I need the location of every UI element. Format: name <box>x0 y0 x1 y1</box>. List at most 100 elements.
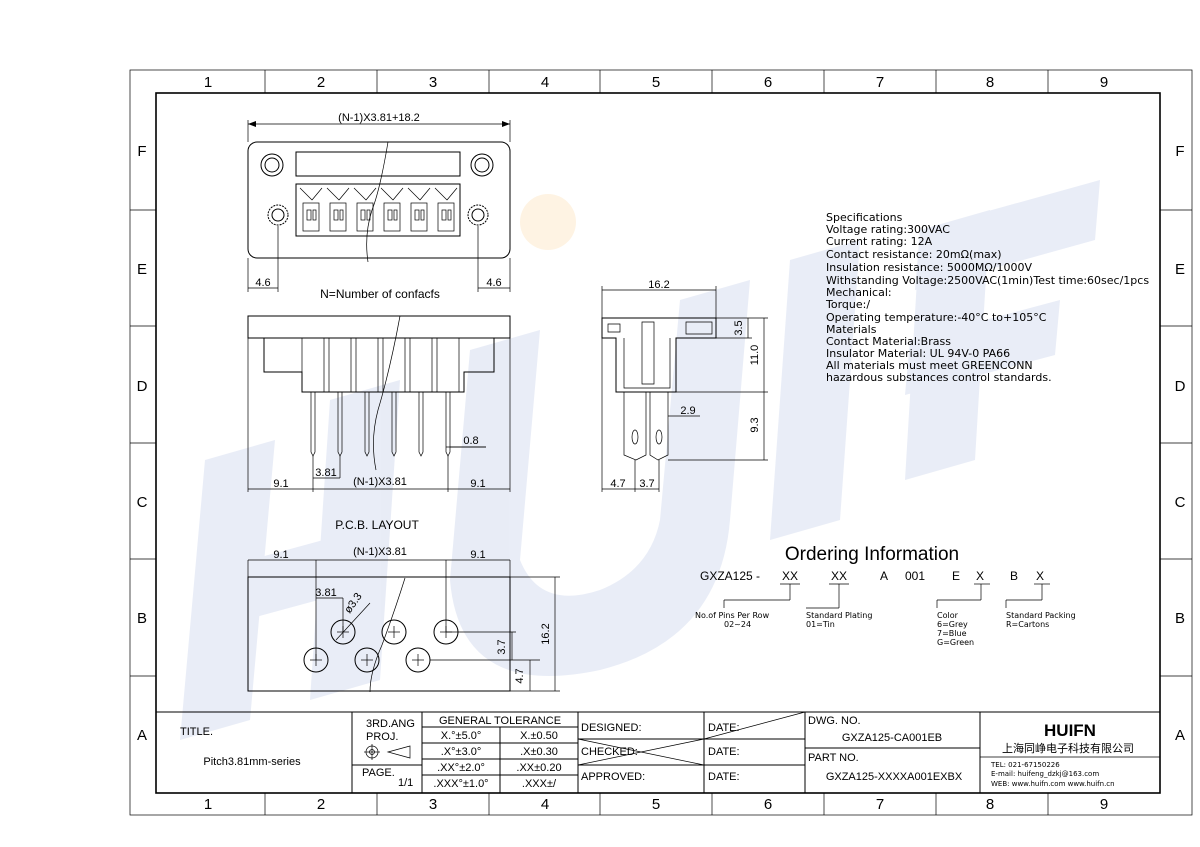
zone-row-c-left: C <box>137 494 148 511</box>
title-label: TITLE. <box>180 726 213 738</box>
zone-col-4-top: 4 <box>541 74 549 91</box>
side-d-3-5: 3.5 <box>733 320 745 335</box>
zone-row-c-right: C <box>1175 494 1186 511</box>
zone-grid <box>130 70 1192 815</box>
ordering-b: B <box>1010 569 1018 583</box>
ordering-packing-code: X <box>1036 569 1044 583</box>
spec-line-1: Voltage rating:300VAC <box>826 223 950 236</box>
side-d-9-3: 9.3 <box>749 417 761 432</box>
tolerance-angle-2: .XX°±2.0° <box>437 762 485 774</box>
title-value: Pitch3.81mm-series <box>203 756 301 768</box>
zone-col-6-top: 6 <box>764 74 772 91</box>
date-label-approved: DATE: <box>708 771 740 783</box>
pcb-height: 16.2 <box>540 623 552 644</box>
ordering-packing-label: Standard Packing <box>1006 611 1076 620</box>
zone-row-b-right: B <box>1175 610 1185 627</box>
side-d-4-7: 4.7 <box>610 478 625 490</box>
ordering-plating-label: Standard Plating <box>806 611 872 620</box>
ordering-color-green: G=Green <box>937 638 974 647</box>
date-label-checked: DATE: <box>708 746 740 758</box>
spec-line-13: hazardous substances control standards. <box>826 371 1052 384</box>
dwg-value: GXZA125-CA001EB <box>842 732 942 744</box>
spec-line-8: Operating temperature:-40°C to+105°C <box>826 311 1047 324</box>
top-overall-dim: (N-1)X3.81+18.2 <box>338 112 420 124</box>
pcb-d-4-7: 4.7 <box>514 668 526 683</box>
part-label: PART NO. <box>808 752 859 764</box>
top-right-offset: 4.6 <box>486 277 501 289</box>
dwg-label: DWG. NO. <box>808 715 861 727</box>
zone-col-7-top: 7 <box>876 74 884 91</box>
proj-label-2: PROJ. <box>366 731 398 743</box>
ordering-plating-code: XX <box>831 569 847 583</box>
date-label-designed: DATE: <box>708 722 740 734</box>
zone-col-2-bottom: 2 <box>317 796 325 813</box>
zone-col-3-top: 3 <box>429 74 437 91</box>
zone-row-a-left: A <box>137 727 147 744</box>
tolerance-linear-2: .XX±0.20 <box>516 762 561 774</box>
specifications-block: Specifications Voltage rating:300VAC Cur… <box>825 211 1149 384</box>
pcb-d-3-7: 3.7 <box>496 639 508 654</box>
spec-line-0: Specifications <box>826 211 903 224</box>
tolerance-angle-3: .XXX°±1.0° <box>433 778 488 790</box>
ordering-color-grey: 6=Grey <box>937 620 968 629</box>
spec-line-10: Contact Material:Brass <box>826 335 951 348</box>
zone-row-f-left: F <box>137 143 146 160</box>
pcb-right-margin: 9.1 <box>470 549 485 561</box>
outer-frame <box>129 69 1193 816</box>
spec-line-2: Current rating: 12A <box>826 235 933 248</box>
checked-label: CHECKED: <box>581 746 638 758</box>
ordering-block: Ordering Information GXZA125 - XX XX A 0… <box>695 544 1076 647</box>
pcb-span: (N-1)X3.81 <box>353 546 407 558</box>
zone-col-5-bottom: 5 <box>652 796 660 813</box>
zone-col-3-bottom: 3 <box>429 796 437 813</box>
title-block <box>156 711 1160 793</box>
zone-col-1-top: 1 <box>204 74 212 91</box>
tolerance-linear-0: X.±0.50 <box>520 730 558 742</box>
zone-row-b-left: B <box>137 610 147 627</box>
ordering-prefix: GXZA125 - <box>700 569 760 583</box>
zone-row-a-right: A <box>1175 727 1185 744</box>
proj-label-1: 3RD.ANG <box>366 718 415 730</box>
front-view <box>247 315 511 492</box>
zone-col-8-top: 8 <box>986 74 994 91</box>
pcb-layout-view <box>247 559 560 693</box>
tolerance-title: GENERAL TOLERANCE <box>439 715 561 727</box>
company-logo: HUIFN <box>1044 721 1096 740</box>
front-span: (N-1)X3.81 <box>353 476 407 488</box>
zone-col-1-bottom: 1 <box>204 796 212 813</box>
tolerance-linear-3: .XXX±/ <box>522 778 557 790</box>
tolerance-angle-1: .X°±3.0° <box>441 746 482 758</box>
tolerance-angle-0: X.°±5.0° <box>441 730 482 742</box>
top-view <box>247 120 511 292</box>
inner-frame <box>155 92 1161 794</box>
ordering-plating-value: 01=Tin <box>806 620 835 629</box>
part-value: GXZA125-XXXXA001EXBX <box>826 771 963 783</box>
side-d-11-0: 11.0 <box>749 345 761 366</box>
zone-row-d-right: D <box>1175 378 1186 395</box>
front-pitch: 3.81 <box>315 467 336 479</box>
side-d-2-9: 2.9 <box>680 405 695 417</box>
zone-row-e-right: E <box>1175 261 1185 278</box>
spec-line-3: Contact resistance: 20mΩ(max) <box>826 248 1002 261</box>
front-pin-width: 0.8 <box>463 435 478 447</box>
zone-col-5-top: 5 <box>652 74 660 91</box>
ordering-color-blue: 7=Blue <box>937 629 967 638</box>
watermark-f <box>905 180 1100 480</box>
company-email: E-mail: huifeng_dzkj@163.com <box>991 770 1099 778</box>
spec-line-4: Insulation resistance: 5000MΩ/1000V <box>826 261 1032 274</box>
ordering-color-code: X <box>976 569 984 583</box>
zone-row-d-left: D <box>137 378 148 395</box>
designed-label: DESIGNED: <box>581 722 642 734</box>
company-web: WEB: www.huifn.com www.huifn.cn <box>991 780 1115 788</box>
zone-col-7-bottom: 7 <box>876 796 884 813</box>
pcb-pitch: 3.81 <box>315 587 336 599</box>
ordering-num: 001 <box>905 569 925 583</box>
top-view-caption: N=Number of confacfs <box>320 287 440 301</box>
page-value: 1/1 <box>398 777 413 789</box>
spec-line-7: Torque:/ <box>825 298 870 311</box>
zone-row-f-right: F <box>1175 143 1184 160</box>
side-d-3-7: 3.7 <box>639 478 654 490</box>
zone-col-9-bottom: 9 <box>1100 796 1108 813</box>
front-left-margin: 9.1 <box>273 478 288 490</box>
